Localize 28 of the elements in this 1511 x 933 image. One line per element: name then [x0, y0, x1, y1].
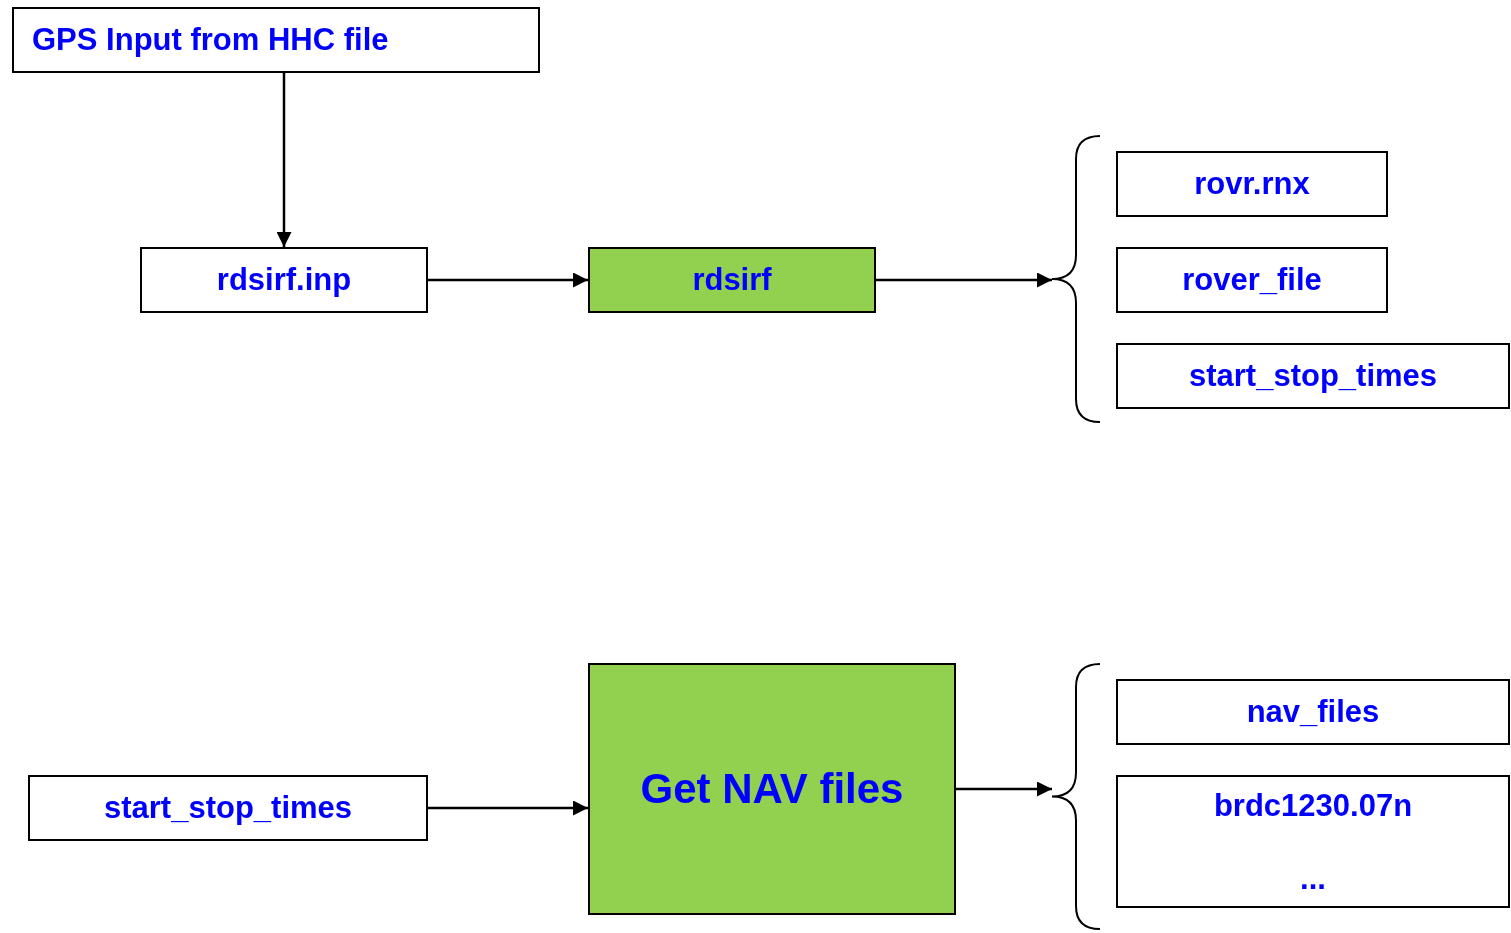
- box-label: start_stop_times: [1188, 358, 1438, 394]
- box-label: rdsirf.inp: [216, 262, 352, 298]
- file-box: [1116, 151, 1388, 217]
- box-label: Get NAV files: [640, 765, 904, 813]
- box-label: rover_file: [1182, 262, 1322, 298]
- arrow: [276, 73, 292, 247]
- box-label: ...: [1300, 861, 1326, 896]
- file-box: [28, 775, 428, 841]
- arrow: [428, 800, 588, 816]
- file-box: [140, 247, 428, 313]
- box-label: GPS Input from HHC file: [32, 22, 389, 58]
- file-box: [1116, 679, 1510, 745]
- file-box: [1116, 343, 1510, 409]
- process-box: [588, 663, 956, 915]
- file-box: [1116, 247, 1388, 313]
- curly-brace: [1052, 663, 1100, 930]
- arrow: [876, 272, 1052, 288]
- arrow: [428, 272, 588, 288]
- arrow: [956, 781, 1052, 797]
- file-box: [1116, 775, 1510, 908]
- box-label: brdc1230.07n: [1213, 789, 1413, 824]
- box-label: rovr.rnx: [1194, 166, 1310, 202]
- process-box: [588, 247, 876, 313]
- file-box: [12, 7, 540, 73]
- box-label: rdsirf: [692, 262, 772, 298]
- box-label: nav_files: [1246, 694, 1380, 730]
- box-label: start_stop_times: [103, 790, 353, 826]
- curly-brace: [1052, 135, 1100, 423]
